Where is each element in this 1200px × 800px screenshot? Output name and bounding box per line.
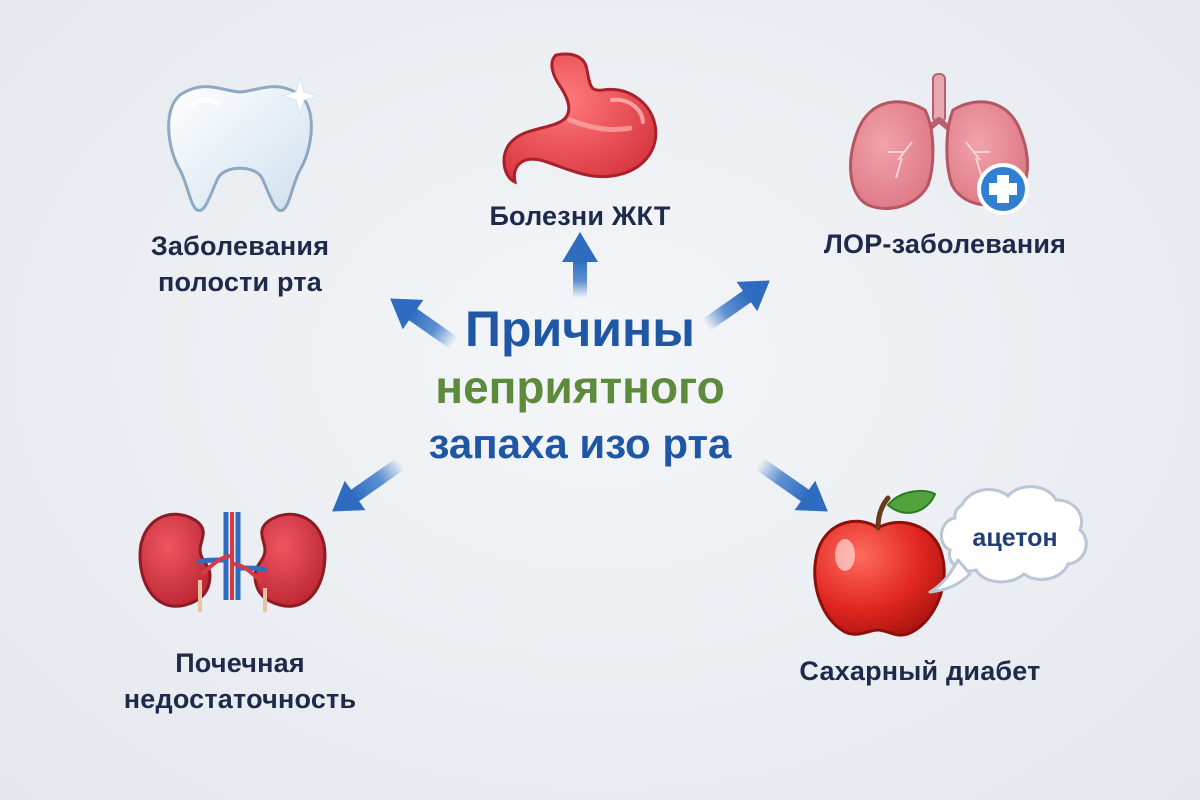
label-oral-line1: Заболевания	[150, 231, 330, 261]
label-kidney-line2: недостаточность	[123, 684, 357, 714]
bubble-text-acetone: ацетон	[972, 524, 1058, 552]
title-line-2: неприятного	[435, 361, 725, 413]
label-oral-line2: полости рта	[158, 267, 322, 297]
label-oral-diseases: Заболевания полости рта	[110, 228, 370, 300]
arrow-to-oral	[390, 298, 459, 349]
arrow-to-kidney	[332, 457, 405, 512]
label-diabetes: Сахарный диабет	[799, 656, 1041, 686]
tooth-icon	[167, 76, 320, 212]
arrow-to-diabetes	[755, 457, 828, 512]
acetone-speech-bubble	[928, 485, 1088, 594]
title-line-3: запаха изо рта	[428, 420, 732, 467]
kidneys-icon	[138, 512, 327, 612]
label-ent-diseases: ЛОР-заболевания	[823, 229, 1067, 259]
label-kidney-failure: Почечная недостаточность	[95, 645, 385, 717]
center-title: Причины неприятного запаха изо рта	[360, 300, 800, 472]
label-gi-diseases: Болезни ЖКТ	[489, 201, 671, 231]
arrow-to-gi	[562, 232, 598, 298]
arrow-to-ent	[701, 280, 770, 331]
stomach-icon	[502, 52, 658, 185]
lungs-icon	[849, 73, 1029, 215]
title-line-1: Причины	[465, 301, 695, 357]
apple-icon	[813, 489, 946, 637]
label-kidney-line1: Почечная	[175, 648, 305, 678]
